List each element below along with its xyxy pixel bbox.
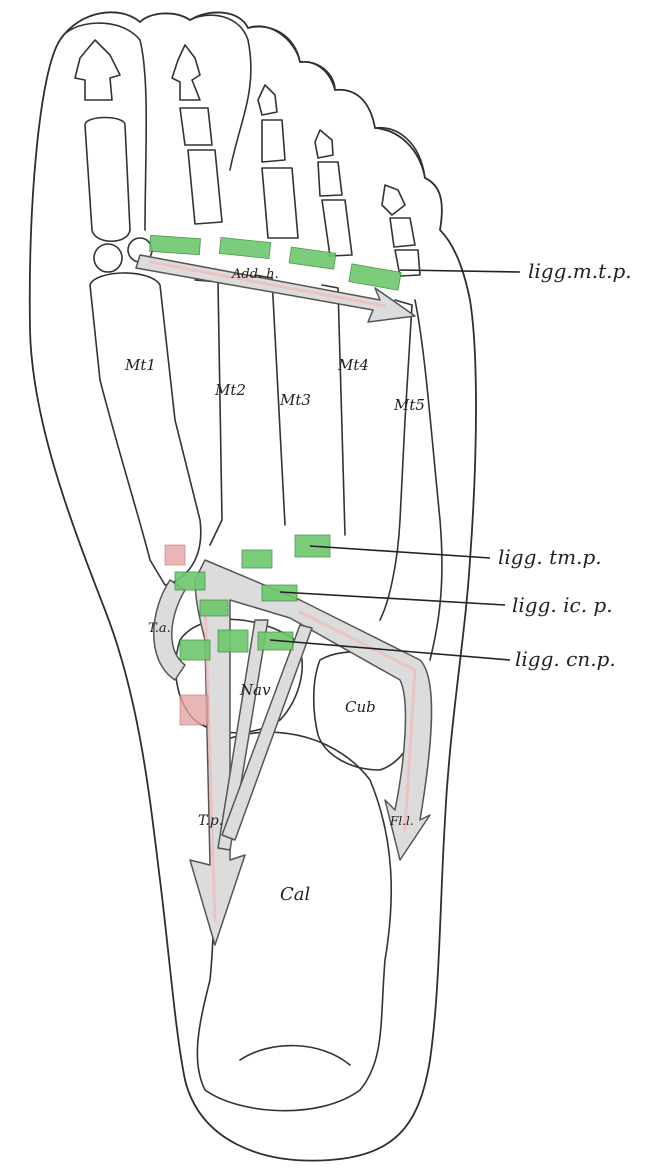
label-mt2: Mt2 [214,381,246,399]
toe5-outline [375,128,425,178]
lig-mtp-4 [349,264,401,290]
label-ligg-cnp: ligg. cn.p. [515,647,616,671]
lig-icp-4 [200,600,228,616]
toe1-outline [60,23,146,230]
label-mt4: Mt4 [337,356,369,374]
label-cal: Cal [280,884,311,905]
label-t-p: T.p. [198,813,223,829]
sesamoid-medial [94,244,122,272]
label-ligg-tmp: ligg. tm.p. [498,545,602,569]
lig-icp-3 [175,572,205,590]
leader-ligg-icp [280,592,505,605]
label-mt5: Mt5 [393,396,425,414]
leader-ligg-tmp [310,546,490,558]
lig-mtp-2 [219,237,270,258]
lig-cnp-2 [218,630,248,652]
adductor-hallucis-tendon [136,255,415,322]
label-t-a: T.a. [148,621,171,636]
label-ligg-mtp: ligg.m.t.p. [528,259,632,283]
label-mt1: Mt1 [124,356,156,374]
lig-icp-1 [242,550,272,568]
label-add-h: Add. h. [231,267,279,282]
label-nav: Nav [239,681,271,699]
label-mt3: Mt3 [279,391,311,409]
leader-ligg-mtp [400,270,520,272]
lig-mtp-1 [150,235,201,254]
lig-red-1 [180,695,208,725]
lig-cnp-1 [180,640,210,660]
lig-red-2 [165,545,185,565]
toe3-outline [248,26,300,62]
label-ligg-icp: ligg. ic. p. [512,593,613,617]
label-fl-l: Fl.l. [389,814,414,828]
toe2-outline [190,15,251,170]
label-cub: Cub [345,698,376,716]
